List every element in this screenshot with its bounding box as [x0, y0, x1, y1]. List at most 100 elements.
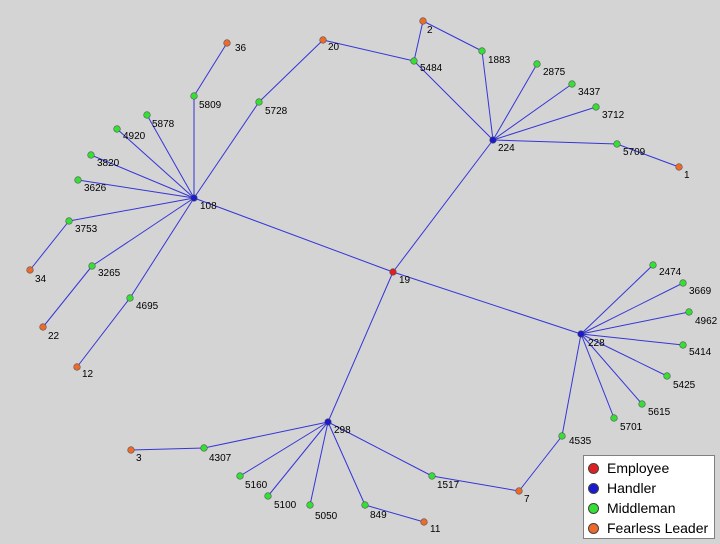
- node-228[interactable]: 228: [577, 330, 605, 349]
- edge-19-224: [392, 139, 494, 273]
- node-3437[interactable]: 3437: [568, 80, 601, 98]
- node-5728-label: 5728: [265, 106, 288, 117]
- node-5701[interactable]: 5701: [610, 414, 643, 433]
- node-1-label: 1: [684, 170, 690, 181]
- edge-3753-34: [29, 220, 70, 271]
- node-849[interactable]: 849: [361, 501, 387, 521]
- node-2474[interactable]: 2474: [649, 261, 682, 278]
- edge-19-228: [392, 271, 582, 335]
- legend-label: Handler: [607, 480, 657, 496]
- legend-swatch: [588, 502, 599, 514]
- node-34[interactable]: 34: [26, 266, 47, 285]
- node-12-marker: [73, 363, 81, 371]
- node-3753[interactable]: 3753: [65, 217, 98, 235]
- node-4535-marker: [558, 432, 566, 440]
- edge-5484-20: [322, 39, 415, 62]
- edge-228-5425: [580, 333, 668, 377]
- node-108-marker: [190, 194, 198, 202]
- node-7[interactable]: 7: [515, 487, 530, 505]
- node-3669[interactable]: 3669: [679, 279, 712, 297]
- edge-19-108: [193, 197, 394, 273]
- node-3712-marker: [592, 103, 600, 111]
- node-5809-marker: [190, 92, 198, 100]
- node-228-label: 228: [588, 338, 605, 349]
- edge-228-4535: [561, 333, 582, 437]
- node-12-label: 12: [82, 369, 94, 380]
- node-3712-label: 3712: [602, 110, 625, 121]
- node-1883-label: 1883: [488, 55, 511, 66]
- node-1[interactable]: 1: [675, 163, 690, 181]
- node-19[interactable]: 19: [389, 268, 411, 286]
- node-7-label: 7: [524, 494, 530, 505]
- node-5809[interactable]: 5809: [190, 92, 222, 111]
- node-5425[interactable]: 5425: [663, 372, 696, 391]
- node-3712[interactable]: 3712: [592, 103, 625, 121]
- node-108[interactable]: 108: [190, 194, 217, 212]
- node-3265[interactable]: 3265: [88, 262, 121, 279]
- node-22[interactable]: 22: [39, 323, 60, 342]
- node-12[interactable]: 12: [73, 363, 94, 380]
- node-5484[interactable]: 5484: [410, 57, 443, 74]
- node-5878[interactable]: 5878: [143, 111, 175, 130]
- node-4962[interactable]: 4962: [685, 308, 718, 327]
- node-5160[interactable]: 5160: [236, 472, 268, 491]
- node-4535[interactable]: 4535: [558, 432, 592, 447]
- node-849-marker: [361, 501, 369, 509]
- edge-108-3265: [91, 197, 195, 267]
- edge-108-5878: [146, 114, 195, 199]
- node-224[interactable]: 224: [489, 136, 515, 154]
- legend-label: Fearless Leader: [607, 520, 709, 536]
- edge-108-3820: [90, 154, 195, 199]
- node-36-label: 36: [235, 43, 247, 54]
- node-36[interactable]: 36: [223, 39, 247, 54]
- node-4695[interactable]: 4695: [126, 294, 159, 312]
- node-2[interactable]: 2: [419, 17, 433, 36]
- node-4307[interactable]: 4307: [200, 444, 232, 464]
- node-5615-label: 5615: [648, 407, 671, 418]
- node-108-label: 108: [200, 201, 217, 212]
- node-849-label: 849: [370, 510, 387, 521]
- node-5709[interactable]: 5709: [613, 140, 646, 158]
- edge-108-4695: [129, 197, 195, 299]
- node-3820[interactable]: 3820: [87, 151, 120, 169]
- node-1883[interactable]: 1883: [478, 47, 511, 66]
- node-11[interactable]: 11: [420, 518, 441, 535]
- node-5701-label: 5701: [620, 422, 643, 433]
- node-5425-marker: [663, 372, 671, 380]
- nodes-layer: 19 108 224 228 298 20 2 36 1 34 22 12 3 7 11 5484 1883 28…: [26, 17, 718, 535]
- edge-108-4920: [116, 128, 195, 199]
- node-5100-marker: [264, 492, 272, 500]
- node-5615-marker: [638, 400, 646, 408]
- legend-item-middleman: Middleman: [588, 498, 714, 518]
- node-298[interactable]: 298: [324, 418, 351, 436]
- node-5809-label: 5809: [199, 100, 222, 111]
- node-5414-label: 5414: [689, 347, 712, 358]
- node-4695-marker: [126, 294, 134, 302]
- edge-1883-2: [422, 20, 483, 52]
- node-3[interactable]: 3: [127, 446, 142, 464]
- legend-item-handler: Handler: [588, 478, 714, 498]
- node-20[interactable]: 20: [319, 36, 340, 53]
- node-4920[interactable]: 4920: [113, 125, 146, 142]
- node-4307-marker: [200, 444, 208, 452]
- node-5615[interactable]: 5615: [638, 400, 671, 418]
- node-5728[interactable]: 5728: [255, 98, 288, 117]
- edge-108-3753: [68, 197, 195, 222]
- legend-swatch: [588, 522, 599, 534]
- edge-5728-20: [258, 39, 324, 103]
- node-5100[interactable]: 5100: [264, 492, 297, 511]
- node-1517[interactable]: 1517: [428, 472, 460, 491]
- node-5050[interactable]: 5050: [306, 501, 338, 522]
- node-4920-label: 4920: [123, 131, 146, 142]
- node-2875-marker: [533, 60, 541, 68]
- node-19-marker: [389, 268, 397, 276]
- edge-298-849: [327, 421, 366, 506]
- node-5414[interactable]: 5414: [679, 341, 712, 358]
- node-5100-label: 5100: [274, 500, 297, 511]
- node-3626[interactable]: 3626: [74, 176, 107, 194]
- node-298-marker: [324, 418, 332, 426]
- node-2875[interactable]: 2875: [533, 60, 566, 78]
- legend-item-employee: Employee: [588, 458, 714, 478]
- edge-1517-7: [431, 475, 520, 492]
- node-298-label: 298: [334, 425, 351, 436]
